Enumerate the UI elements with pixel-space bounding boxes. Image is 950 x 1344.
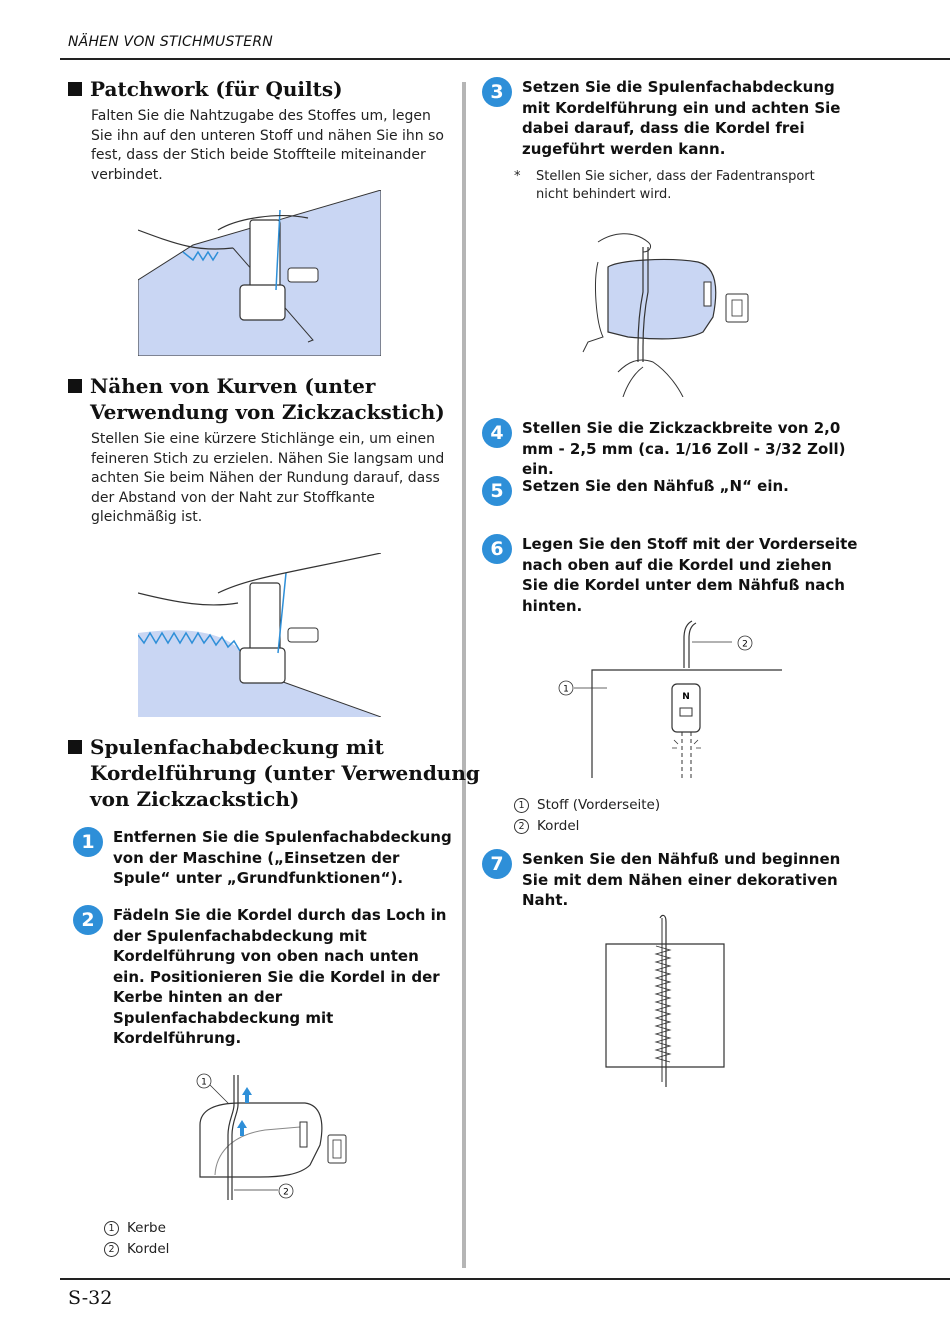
section-title: Patchwork (für Quilts) xyxy=(90,77,343,101)
step-text: Setzen Sie den Nähfuß „N“ ein. xyxy=(522,477,789,495)
step-text: Senken Sie den Nähfuß und beginnen Sie m… xyxy=(522,850,841,909)
section-square-icon xyxy=(68,82,82,96)
insert-cover-illustration xyxy=(582,233,749,397)
callout-2: 2 xyxy=(283,1188,289,1198)
legend-label: Stoff (Vorderseite) xyxy=(537,797,661,813)
bobbin-cover-illustration: 1 2 xyxy=(196,1073,347,1200)
step-text: Entfernen Sie die Spulenfachabdeckung vo… xyxy=(113,828,452,887)
legend-step6: 1 Stoff (Vorderseite) 2 Kordel xyxy=(514,795,660,837)
step-number-badge: 6 xyxy=(482,534,512,564)
step-6: 6 Legen Sie den Stoff mit der Vorderseit… xyxy=(482,534,862,616)
step-7: 7 Senken Sie den Nähfuß und beginnen Sie… xyxy=(482,849,862,911)
legend-step2: 1 Kerbe 2 Kordel xyxy=(104,1218,169,1260)
section-square-icon xyxy=(68,740,82,754)
callout-1: 1 xyxy=(563,685,569,695)
step-1: 1 Entfernen Sie die Spulenfachabdeckung … xyxy=(73,827,453,889)
section-title-line: Verwendung von Zickzackstich) xyxy=(90,400,445,424)
legend-label: Kordel xyxy=(127,1241,170,1257)
column-divider xyxy=(462,82,466,1268)
legend-item: 2 Kordel xyxy=(514,816,660,837)
note-text: Stellen Sie sicher, dass der Fadentransp… xyxy=(536,169,815,202)
section-cord-heading: Spulenfachabdeckung mit Kordelführung (u… xyxy=(68,734,480,812)
patchwork-body: Falten Sie die Nahtzugabe des Stoffes um… xyxy=(91,108,444,183)
section-square-icon xyxy=(68,379,82,393)
step-4: 4 Stellen Sie die Zickzackbreite von 2,0… xyxy=(482,418,862,480)
patchwork-illustration xyxy=(138,190,381,356)
section-patchwork-heading: Patchwork (für Quilts) xyxy=(68,76,343,102)
step-number-badge: 7 xyxy=(482,849,512,879)
callout-2: 2 xyxy=(742,640,748,650)
note-asterisk: * xyxy=(514,169,521,184)
step-text: Setzen Sie die Spulenfachabdeckung mit K… xyxy=(522,78,841,158)
page-number: S-32 xyxy=(68,1287,113,1309)
footer-rule xyxy=(60,1278,950,1280)
legend-item: 2 Kordel xyxy=(104,1239,169,1260)
step-number-badge: 5 xyxy=(482,476,512,506)
foot-letter: N xyxy=(682,692,690,702)
decorative-seam-illustration xyxy=(605,914,725,1087)
step3-note: * Stellen Sie sicher, dass der Fadentran… xyxy=(514,168,834,204)
section-title-line: Nähen von Kurven (unter xyxy=(90,374,376,398)
legend-item: 1 Stoff (Vorderseite) xyxy=(514,795,660,816)
step-number-badge: 4 xyxy=(482,418,512,448)
fabric-cord-illustration: 1 2 N xyxy=(558,620,782,778)
step-5: 5 Setzen Sie den Nähfuß „N“ ein. xyxy=(482,476,862,506)
legend-label: Kordel xyxy=(537,818,580,834)
legend-mark: 1 xyxy=(104,1221,119,1236)
legend-label: Kerbe xyxy=(127,1220,166,1236)
step-text: Fädeln Sie die Kordel durch das Loch in … xyxy=(113,906,447,1047)
section-curves-heading: Nähen von Kurven (unter Verwendung von Z… xyxy=(68,373,445,425)
step-text: Stellen Sie die Zickzackbreite von 2,0 m… xyxy=(522,419,846,478)
callout-1: 1 xyxy=(201,1078,207,1088)
step-2: 2 Fädeln Sie die Kordel durch das Loch i… xyxy=(73,905,453,1049)
section-title-line: von Zickzackstich) xyxy=(90,787,300,811)
step-text: Legen Sie den Stoff mit der Vorderseite … xyxy=(522,535,858,615)
legend-mark: 1 xyxy=(514,798,529,813)
step-number-badge: 2 xyxy=(73,905,103,935)
section-title-line: Kordelführung (unter Verwendung xyxy=(90,761,480,785)
section-title-line: Spulenfachabdeckung mit xyxy=(90,735,384,759)
legend-mark: 2 xyxy=(514,819,529,834)
curves-illustration xyxy=(138,553,381,717)
step-3: 3 Setzen Sie die Spulenfachabdeckung mit… xyxy=(482,77,852,159)
legend-mark: 2 xyxy=(104,1242,119,1257)
step-number-badge: 1 xyxy=(73,827,103,857)
curves-body: Stellen Sie eine kürzere Stichlänge ein,… xyxy=(91,431,445,525)
running-header: NÄHEN VON STICHMUSTERN xyxy=(68,34,273,50)
legend-item: 1 Kerbe xyxy=(104,1218,169,1239)
header-rule xyxy=(60,58,950,60)
step-number-badge: 3 xyxy=(482,77,512,107)
